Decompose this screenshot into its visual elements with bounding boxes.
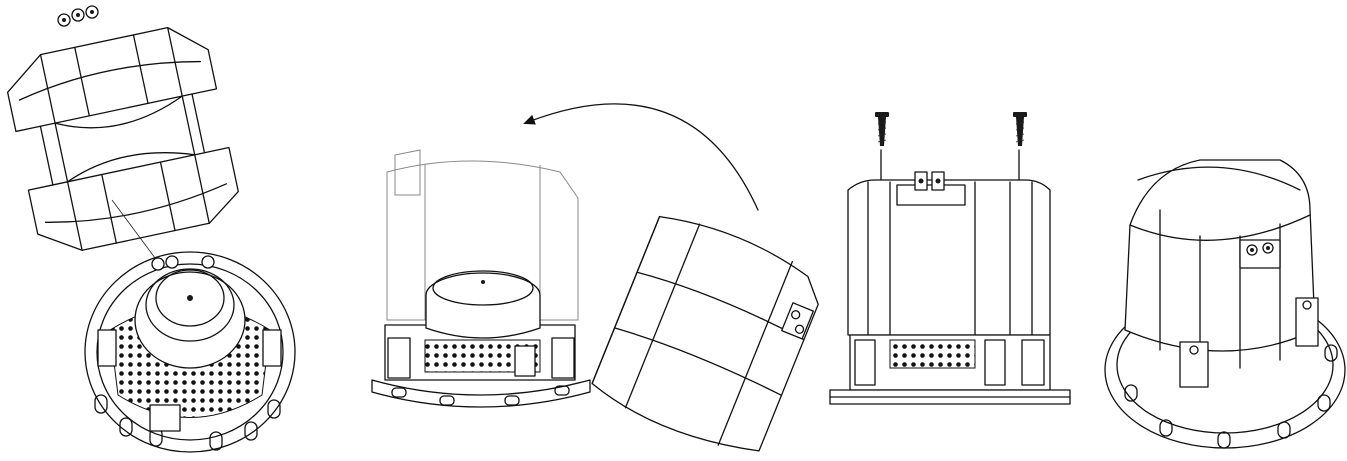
step-4-back-box xyxy=(1124,159,1316,369)
step-1-speaker xyxy=(84,251,296,453)
step-1-back-box-terminals xyxy=(57,5,99,27)
step-1-back-box xyxy=(6,26,239,251)
step-2-back-box xyxy=(591,215,819,452)
step-2-speaker xyxy=(371,270,591,408)
step-2-illustration xyxy=(371,103,819,452)
step-3-screw-left xyxy=(875,112,889,146)
step-3-speaker xyxy=(829,334,1071,405)
step-2-ghost-back-box xyxy=(386,149,579,321)
step-1-illustration xyxy=(6,5,296,453)
step-3-screw-right xyxy=(1013,112,1027,146)
step-2-rotate-arrow xyxy=(523,103,759,211)
step-3-back-box xyxy=(847,171,1051,336)
step-1-guide-line xyxy=(111,199,159,263)
step-3-illustration xyxy=(829,112,1071,405)
step-4-clamps xyxy=(1179,297,1319,388)
step-4-illustration xyxy=(1104,159,1346,449)
